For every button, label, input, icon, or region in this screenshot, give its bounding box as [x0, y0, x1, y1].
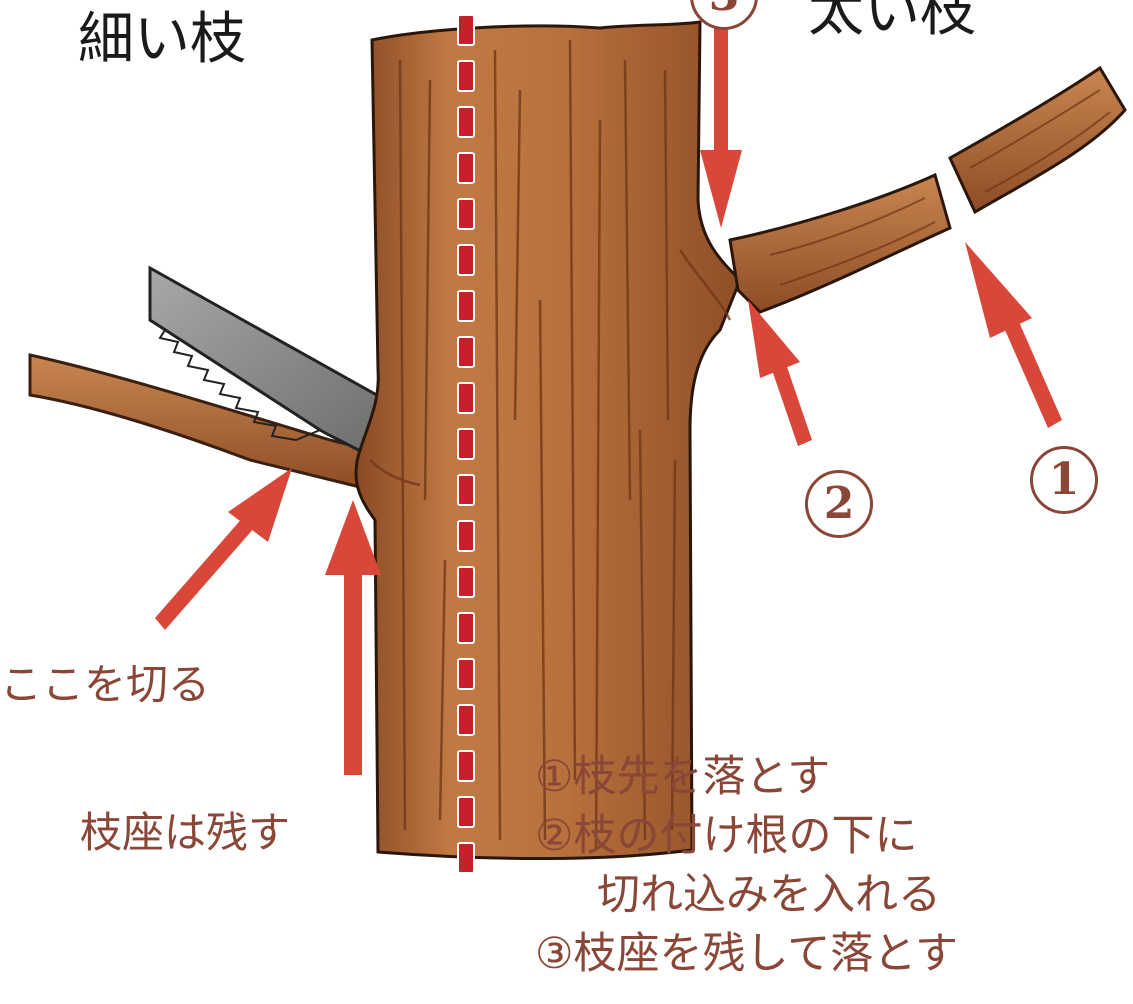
branch-texture: [769, 89, 1111, 286]
trunk: [354, 20, 742, 860]
marker-2: 2: [805, 470, 873, 538]
arrow-2: [748, 300, 812, 446]
center-dash: [457, 428, 475, 460]
center-dash: [457, 336, 475, 368]
center-dash: [457, 14, 475, 46]
center-dash: [457, 60, 475, 92]
step-3: ③枝座を残して落とす: [535, 929, 958, 979]
center-dash: [457, 796, 475, 828]
step-list: ①枝先を落とす ②枝の付け根の下に 切れ込みを入れる ③枝座を残して落とす: [535, 748, 958, 984]
center-dash: [457, 474, 475, 506]
arrow-cut-here: [155, 468, 292, 630]
arrow-3-down: [700, 15, 742, 228]
center-dash: [457, 198, 475, 230]
step-1: ①枝先を落とす: [535, 752, 831, 802]
center-dash: [457, 704, 475, 736]
center-dash-line: [457, 14, 475, 891]
thick-branch-tip: [948, 65, 1127, 215]
leave-collar-label: 枝座は残す: [80, 808, 291, 857]
thin-branch: [28, 353, 374, 492]
center-dash: [457, 658, 475, 690]
thin-branch-label: 細い枝: [78, 7, 246, 72]
cut-here-label: ここを切る: [0, 660, 211, 709]
center-dash: [457, 750, 475, 782]
center-dash: [457, 382, 475, 414]
thick-branch-stub: [728, 172, 952, 314]
center-dash: [457, 842, 475, 874]
center-dash: [457, 244, 475, 276]
arrow-1: [965, 242, 1062, 428]
arrow-leave-collar: [325, 500, 381, 775]
center-dash: [457, 152, 475, 184]
center-dash: [457, 612, 475, 644]
center-dash: [457, 290, 475, 322]
step-2-continued: 切れ込みを入れる: [597, 870, 941, 920]
step-2: ②枝の付け根の下に: [535, 811, 918, 861]
arrows: [155, 15, 1062, 775]
center-dash: [457, 888, 475, 891]
center-dash: [457, 520, 475, 552]
center-dash: [457, 106, 475, 138]
thick-branch-label: 太い枝: [808, 0, 976, 44]
center-dash: [457, 566, 475, 598]
bark-texture: [369, 39, 732, 851]
marker-1: 1: [1030, 446, 1098, 514]
